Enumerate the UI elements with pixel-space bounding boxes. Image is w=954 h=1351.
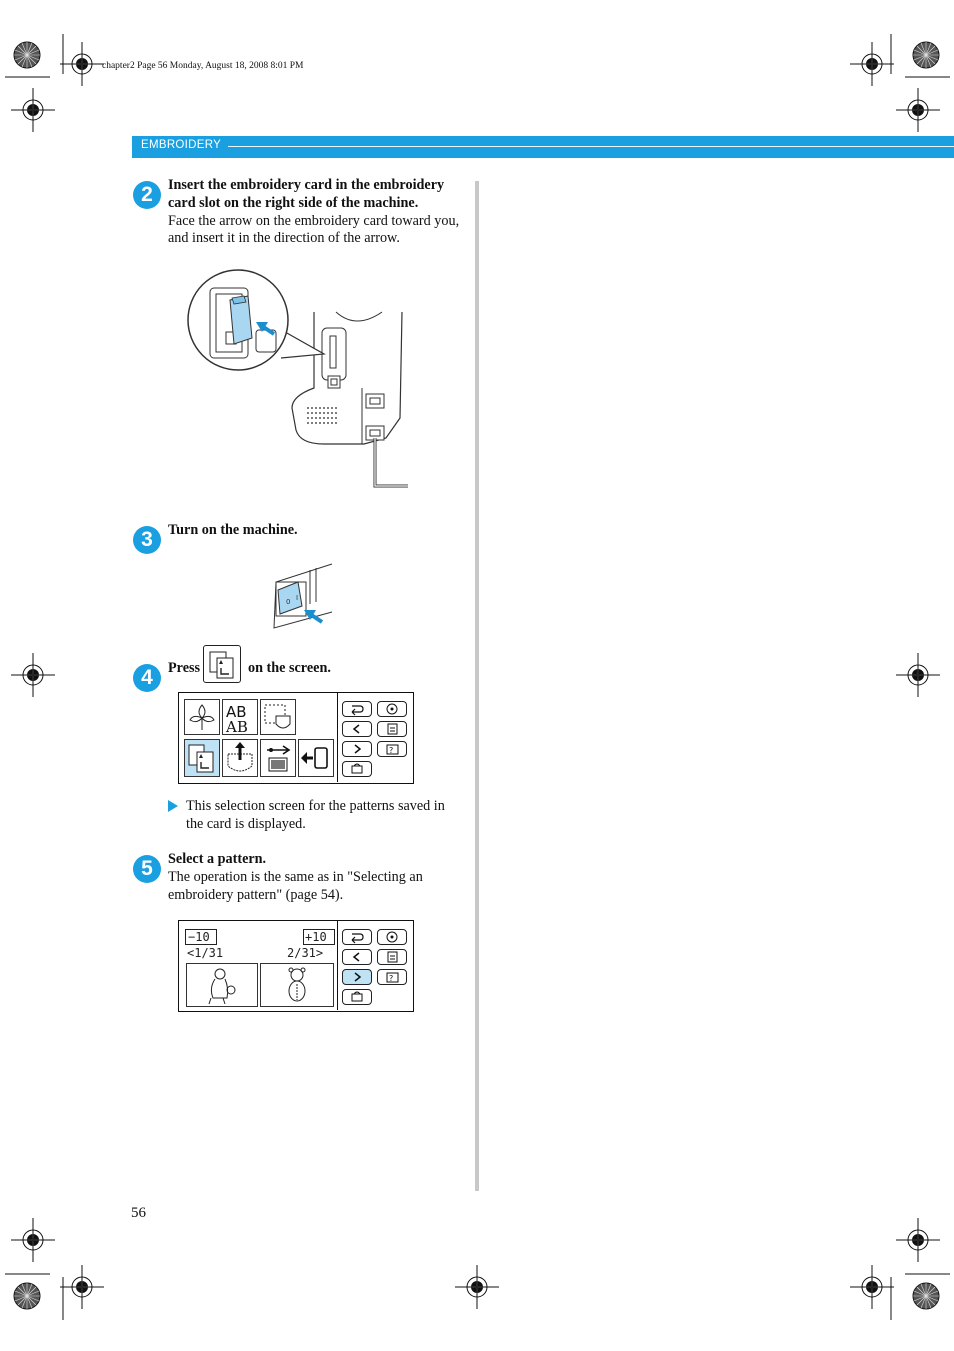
step-detail: The operation is the same as in "Selecti… (168, 868, 423, 903)
card-insert-icon (187, 269, 408, 488)
help-button[interactable] (377, 701, 407, 717)
plus-10-button[interactable]: +10 (303, 929, 335, 945)
step-number: 3 (133, 526, 161, 554)
step-detail: Face the arrow on the embroidery card to… (168, 212, 460, 247)
previous-page-button[interactable] (342, 721, 372, 737)
back-icon (351, 933, 364, 944)
power-switch-icon: 0 I (273, 563, 333, 629)
pattern-thumbnail-1[interactable] (186, 963, 258, 1007)
page-indicator-left: <1/31 (187, 946, 224, 960)
settings-button[interactable] (377, 721, 407, 737)
column-divider (475, 181, 479, 1191)
result-bullet-icon (168, 800, 178, 812)
page-indicator-right: 2/31> (287, 946, 324, 960)
usb-computer-icon[interactable] (260, 739, 296, 777)
svg-text:I: I (296, 594, 298, 602)
svg-text:AB: AB (225, 718, 248, 734)
print-header: chapter2 Page 56 Monday, August 18, 2008… (102, 61, 304, 71)
bear-pattern-icon (208, 968, 236, 1005)
back-icon (351, 705, 364, 716)
minus-10-label: −10 (188, 930, 210, 944)
left-arrow-icon (352, 952, 360, 962)
step-instruction-press: Press (168, 660, 201, 676)
help-button[interactable] (377, 929, 407, 945)
pocket-memory-icon[interactable] (222, 739, 258, 777)
info-button[interactable]: ? (377, 969, 407, 985)
settings-button[interactable] (377, 949, 407, 965)
banner-rule (228, 146, 954, 147)
step-3-text: Turn on the machine. (168, 522, 463, 540)
step-number: 5 (133, 855, 161, 883)
card-memory-key-inline (203, 645, 241, 683)
floral-pattern-icon[interactable] (184, 699, 220, 735)
card-memory-icon (209, 651, 234, 679)
step-4-text: Press (168, 660, 200, 678)
step-instruction-after: on the screen. (248, 660, 331, 676)
info-icon: ? (386, 972, 399, 983)
step-4-text-after: on the screen. (248, 660, 331, 678)
svg-text:AB: AB (226, 703, 247, 721)
teddy-bear-icon (288, 967, 306, 1002)
info-icon: ? (386, 744, 399, 755)
sewing-icon (351, 991, 363, 1002)
help-icon (386, 931, 398, 943)
step-instruction: Select a pattern. (168, 851, 267, 867)
svg-text:?: ? (389, 746, 393, 755)
plus-10-label: +10 (305, 930, 327, 944)
settings-icon (387, 951, 398, 963)
embroidery-mode-button[interactable] (342, 989, 372, 1005)
previous-page-button[interactable] (342, 949, 372, 965)
right-arrow-icon (354, 972, 362, 982)
pattern-selection-screen: −10 +10 <1/31 2/31> ? (178, 920, 414, 1012)
memory-transfer-icon[interactable] (298, 739, 334, 777)
svg-text:?: ? (389, 974, 393, 983)
step-instruction: Insert the embroidery card in the embroi… (168, 177, 445, 211)
page-number: 56 (131, 1205, 146, 1221)
result-note: This selection screen for the patterns s… (186, 798, 445, 832)
left-arrow-icon (352, 724, 360, 734)
screen-left-panel (179, 693, 338, 782)
step-2-text: Insert the embroidery card in the embroi… (168, 177, 463, 248)
step-number: 4 (133, 664, 161, 692)
pattern-thumbnail-2[interactable] (260, 963, 334, 1007)
card-memory-button-selected[interactable] (184, 739, 220, 777)
next-page-button-selected[interactable] (342, 969, 372, 985)
embroidery-mode-button[interactable] (342, 761, 372, 777)
sewing-icon (351, 763, 363, 774)
screen-left-panel (179, 921, 338, 1010)
step-instruction: Turn on the machine. (168, 522, 298, 538)
next-page-button[interactable] (342, 741, 372, 757)
back-button[interactable] (342, 701, 372, 717)
settings-icon (387, 723, 398, 735)
svg-text:0: 0 (286, 598, 290, 606)
help-icon (386, 703, 398, 715)
right-arrow-icon (354, 744, 362, 754)
back-button[interactable] (342, 929, 372, 945)
step-5-text: Select a pattern. The operation is the s… (168, 851, 463, 904)
frame-pattern-icon[interactable] (260, 699, 296, 735)
section-title: EMBROIDERY (141, 139, 228, 151)
section-banner (132, 136, 954, 158)
step-number: 2 (133, 181, 161, 209)
info-button[interactable]: ? (377, 741, 407, 757)
minus-10-button[interactable]: −10 (185, 929, 217, 945)
